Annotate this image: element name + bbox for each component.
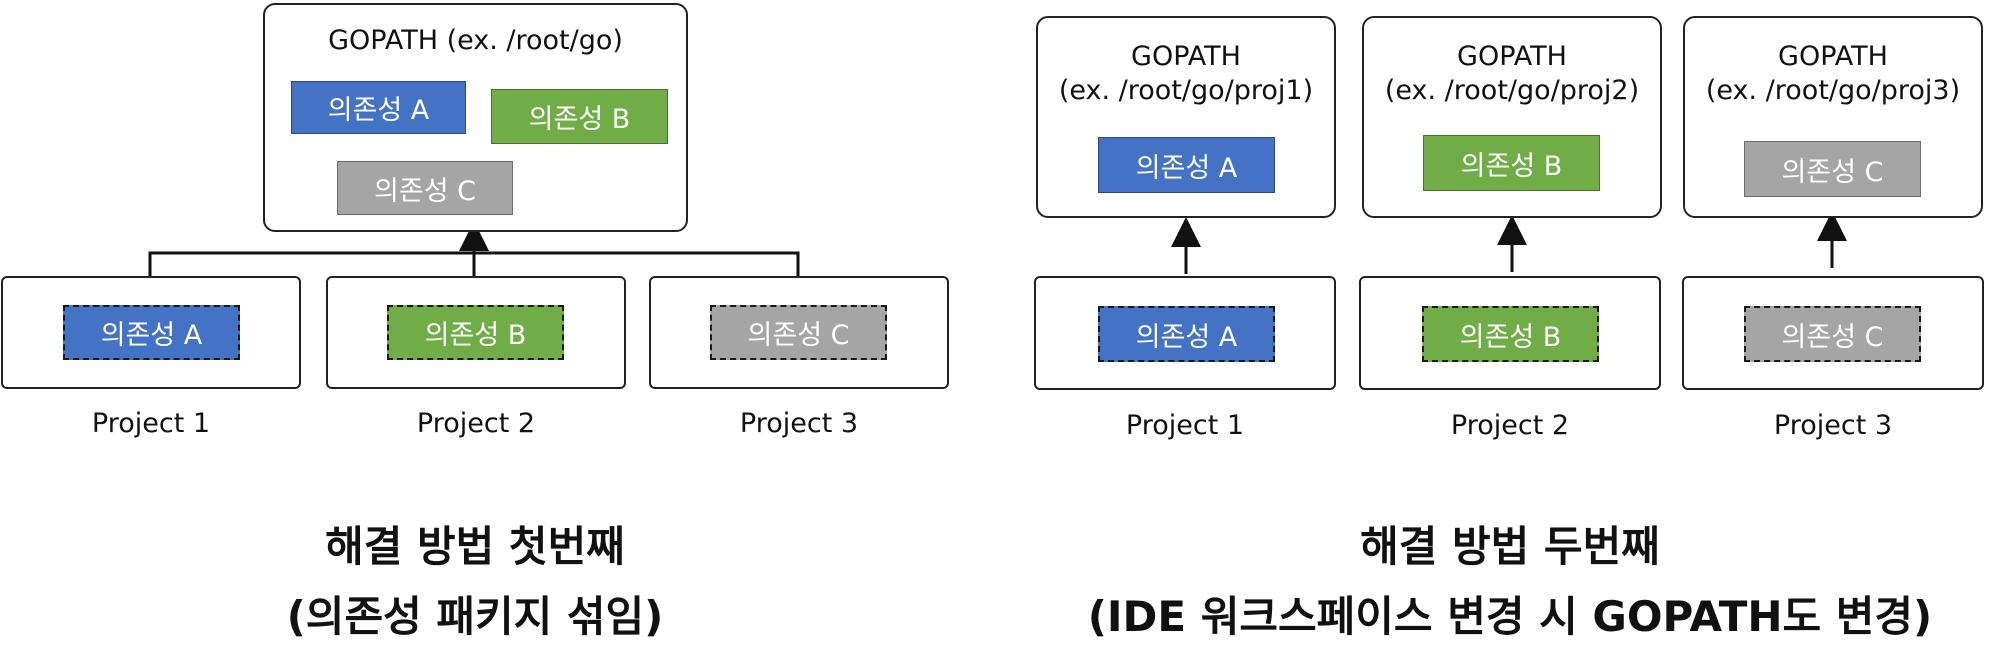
left-heading-line1: 해결 방법 첫번째 xyxy=(325,522,625,571)
left-gopath-dep-a: 의존성 A xyxy=(291,81,466,134)
right-gopath-1-title-line1: GOPATH xyxy=(1131,41,1241,72)
right-gopath-1-dep: 의존성 A xyxy=(1098,137,1275,193)
right-heading-line1: 해결 방법 두번째 xyxy=(1360,522,1660,571)
right-gopath-2-title-line2: (ex. /root/go/proj2) xyxy=(1384,75,1640,106)
right-gopath-3-title-line1: GOPATH xyxy=(1778,41,1888,72)
left-project-3-label: Project 3 xyxy=(739,408,859,439)
left-project-2-dep: 의존성 B xyxy=(387,305,564,360)
right-gopath-2-title-line1: GOPATH xyxy=(1457,41,1567,72)
right-gopath-3-dep: 의존성 C xyxy=(1744,141,1921,197)
left-project-1-label: Project 1 xyxy=(91,408,211,439)
left-gopath-dep-b: 의존성 B xyxy=(491,89,668,144)
right-heading-line2: (IDE 워크스페이스 변경 시 GOPATH도 변경) xyxy=(1087,592,1933,641)
right-project-3-label: Project 3 xyxy=(1773,410,1893,441)
right-project-3-dep: 의존성 C xyxy=(1744,306,1921,362)
right-gopath-3-title-line2: (ex. /root/go/proj3) xyxy=(1705,75,1961,106)
right-gopath-1-title-line2: (ex. /root/go/proj1) xyxy=(1058,75,1314,106)
left-project-3-dep: 의존성 C xyxy=(710,305,887,360)
left-gopath-dep-c: 의존성 C xyxy=(337,161,513,215)
right-project-2-dep: 의존성 B xyxy=(1422,306,1599,362)
right-project-2-label: Project 2 xyxy=(1450,410,1570,441)
right-project-1-dep: 의존성 A xyxy=(1098,306,1275,362)
left-project-1-dep: 의존성 A xyxy=(63,305,240,360)
right-gopath-2-dep: 의존성 B xyxy=(1423,135,1600,191)
left-project-2-label: Project 2 xyxy=(416,408,536,439)
left-gopath-title: GOPATH (ex. /root/go) xyxy=(328,25,623,56)
left-heading-line2: (의존성 패키지 섞임) xyxy=(286,592,664,641)
right-project-1-label: Project 1 xyxy=(1125,410,1245,441)
